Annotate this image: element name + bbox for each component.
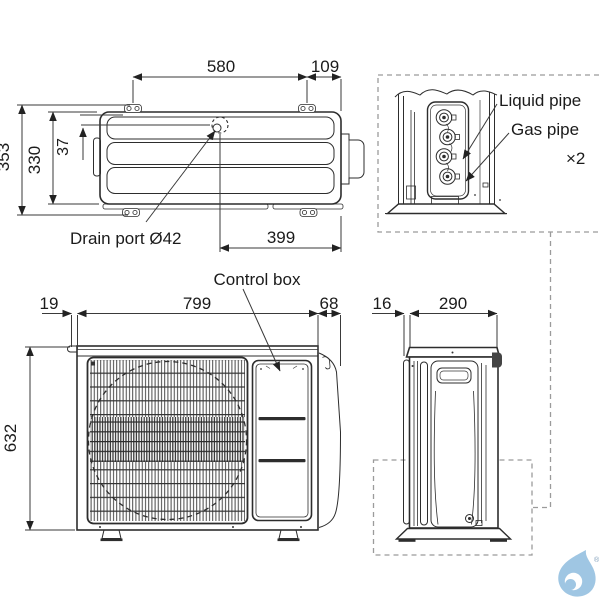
service-panel bbox=[251, 359, 313, 522]
dim-37-label: 37 bbox=[55, 138, 72, 156]
dim-19-label: 19 bbox=[40, 294, 59, 313]
drain-port-dashed-circle bbox=[211, 116, 229, 134]
fan-grille bbox=[86, 356, 249, 525]
dim-290-label: 290 bbox=[439, 294, 467, 313]
gas-pipe-label: Gas pipe bbox=[511, 120, 579, 139]
dim-799-label: 799 bbox=[183, 294, 211, 313]
pipe-detail-drawing bbox=[385, 89, 507, 215]
bracket-hole bbox=[300, 106, 306, 112]
top-view-dimensions: 580 109 353 330 37 399 Drain port Ø42 bbox=[0, 57, 342, 252]
registered-trademark: ® bbox=[594, 556, 600, 564]
dim-109-label: 109 bbox=[311, 57, 339, 76]
control-box-panel bbox=[251, 359, 313, 522]
pipe-area-dashed-box bbox=[372, 459, 533, 556]
small-junction-box bbox=[406, 185, 416, 200]
drop-inner-dot bbox=[565, 579, 576, 590]
control-box-label: Control box bbox=[214, 270, 301, 289]
dim-330-label: 330 bbox=[25, 146, 44, 174]
dim-399-label: 399 bbox=[267, 228, 295, 247]
bracket-hole bbox=[301, 209, 307, 215]
liquid-pipe-leader bbox=[462, 103, 498, 160]
side-view-dimensions: 16 290 bbox=[372, 294, 498, 356]
grille-screw bbox=[91, 361, 95, 366]
foot-pad bbox=[490, 539, 507, 542]
drain-port-hole bbox=[212, 123, 222, 133]
bracket-hole bbox=[126, 106, 132, 112]
drain-port bbox=[211, 116, 229, 134]
pipe-fitting bbox=[439, 168, 460, 185]
foot bbox=[278, 529, 299, 539]
valve-knob bbox=[492, 352, 502, 368]
base-flare bbox=[385, 203, 507, 215]
pipe-fitting bbox=[435, 148, 457, 172]
front-view-body bbox=[67, 345, 342, 542]
left-handle-bump bbox=[93, 137, 101, 177]
panel-louver bbox=[258, 417, 306, 421]
bracket-hole bbox=[309, 209, 315, 215]
top-view: 580 109 353 330 37 399 Drain port Ø42 bbox=[0, 57, 365, 252]
side-view: 16 290 bbox=[372, 294, 533, 556]
pipe-fittings bbox=[435, 109, 460, 185]
pipe-fitting bbox=[439, 128, 460, 152]
drain-leader-arrow bbox=[145, 130, 216, 223]
base-flare bbox=[394, 527, 513, 540]
grille-frame bbox=[86, 356, 249, 525]
top-panel-lip bbox=[67, 345, 78, 353]
bracket-hole bbox=[132, 209, 138, 215]
control-box-leader bbox=[242, 288, 281, 372]
water-drop-logo: ® bbox=[558, 550, 600, 597]
liquid-pipe-label: Liquid pipe bbox=[499, 91, 581, 110]
top-view-body bbox=[93, 111, 365, 210]
side-view-body bbox=[394, 346, 513, 542]
drain-fitting bbox=[465, 514, 474, 523]
bracket-hole bbox=[308, 106, 314, 112]
bracket-hole bbox=[134, 106, 140, 112]
front-view: 19 799 68 632 Control box bbox=[1, 270, 342, 542]
water-drop-icon bbox=[558, 550, 596, 597]
foot bbox=[101, 529, 122, 539]
valve-cover-top bbox=[340, 133, 365, 185]
front-feet bbox=[99, 526, 302, 542]
pipe-hook bbox=[322, 356, 331, 370]
drain-port-label: Drain port Ø42 bbox=[70, 229, 182, 248]
callout-connector bbox=[532, 232, 552, 509]
unit-side-outline bbox=[408, 356, 499, 529]
handle bbox=[436, 367, 472, 384]
quantity-note-label: ×2 bbox=[566, 149, 585, 168]
detail-callout-box bbox=[377, 74, 600, 233]
front-view-dimensions: 19 799 68 632 Control box bbox=[1, 270, 341, 531]
pipe-fitting bbox=[435, 109, 457, 133]
dim-68-label: 68 bbox=[320, 294, 339, 313]
panel-louver bbox=[258, 459, 306, 463]
dim-353-label: 353 bbox=[0, 143, 13, 171]
side-panel-contour bbox=[318, 352, 342, 528]
base-plate bbox=[102, 203, 269, 210]
dim-580-label: 580 bbox=[207, 57, 235, 76]
foot-pad bbox=[398, 539, 416, 542]
fan-circle bbox=[87, 360, 248, 521]
pipe-detail-view: Liquid pipe Gas pipe ×2 bbox=[377, 74, 600, 509]
dim-632-label: 632 bbox=[1, 424, 20, 452]
grille-mesh-dense bbox=[90, 417, 245, 462]
side-center-panel bbox=[430, 360, 479, 528]
gas-pipe-leader bbox=[465, 132, 510, 182]
grille-bulge-side bbox=[403, 359, 410, 525]
dim-16-label: 16 bbox=[373, 294, 392, 313]
broken-edge-top bbox=[394, 89, 498, 98]
